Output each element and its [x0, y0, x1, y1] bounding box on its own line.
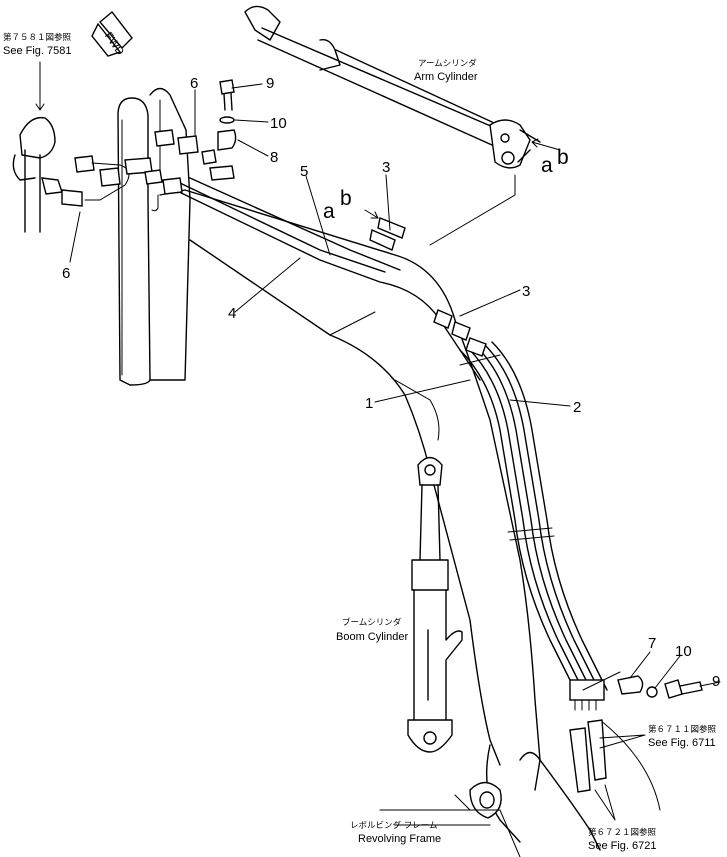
revolving-frame [379, 794, 521, 857]
boom-cylinder-label: Boom Cylinder [336, 631, 408, 643]
fwd-sign: FWD [91, 10, 133, 58]
bolt-washer-clamp-top [217, 79, 237, 151]
port-b-arm: b [557, 146, 569, 169]
callout-6-left: 6 [62, 265, 70, 282]
callout-1: 1 [365, 395, 373, 412]
see-6711-jp: 第６７１１図参照 [648, 724, 717, 735]
callout-7: 7 [648, 635, 656, 652]
arm-cylinder-label: Arm Cylinder [414, 71, 478, 83]
callout-8: 8 [270, 149, 278, 166]
see-6721-jp: 第６７２１図参照 [588, 827, 657, 838]
callout-6-top: 6 [190, 75, 198, 92]
callout-2: 2 [573, 399, 581, 416]
bolt-washer-bottom [646, 679, 703, 699]
port-letters: a b a b [323, 146, 569, 223]
callout-9-top: 9 [266, 75, 274, 92]
callout-10-bottom: 10 [675, 643, 692, 660]
see-7581: See Fig. 7581 [3, 45, 72, 57]
callout-9-bottom: 9 [712, 673, 720, 690]
port-a-arm: a [541, 154, 553, 177]
boom-body [159, 189, 661, 851]
port-a-mid: a [323, 200, 335, 223]
piping-lines [174, 177, 644, 793]
callout-5: 5 [300, 163, 308, 180]
arm-cylinder-jp: アームシリンダ [418, 58, 477, 69]
fittings-part-3 [369, 217, 487, 357]
port-b-mid: b [340, 187, 352, 210]
text-labels: 第７５８１図参照 See Fig. 7581 アームシリンダ Arm Cylin… [3, 32, 717, 852]
boom-cylinder-jp: ブームシリンダ [342, 617, 402, 628]
callout-4: 4 [228, 305, 236, 322]
callout-numbers: 6 9 10 8 5 3 6 4 3 1 2 7 10 9 [62, 75, 720, 690]
boom-top-plates [117, 87, 191, 386]
callout-10-top: 10 [270, 115, 287, 132]
callout-3-top: 3 [382, 159, 390, 176]
boom-cylinder [407, 456, 463, 753]
arm-cylinder [244, 5, 541, 246]
see-6711: See Fig. 6711 [648, 737, 716, 749]
revolving-frame-jp: レボルビング フレーム [350, 820, 437, 831]
upper-fittings [12, 116, 235, 233]
revolving-frame-label: Revolving Frame [358, 833, 441, 845]
callout-3-right: 3 [522, 283, 530, 300]
see-7581-jp: 第７５８１図参照 [3, 32, 72, 43]
leader-lines [35, 61, 721, 821]
see-6721: See Fig. 6721 [588, 840, 657, 852]
